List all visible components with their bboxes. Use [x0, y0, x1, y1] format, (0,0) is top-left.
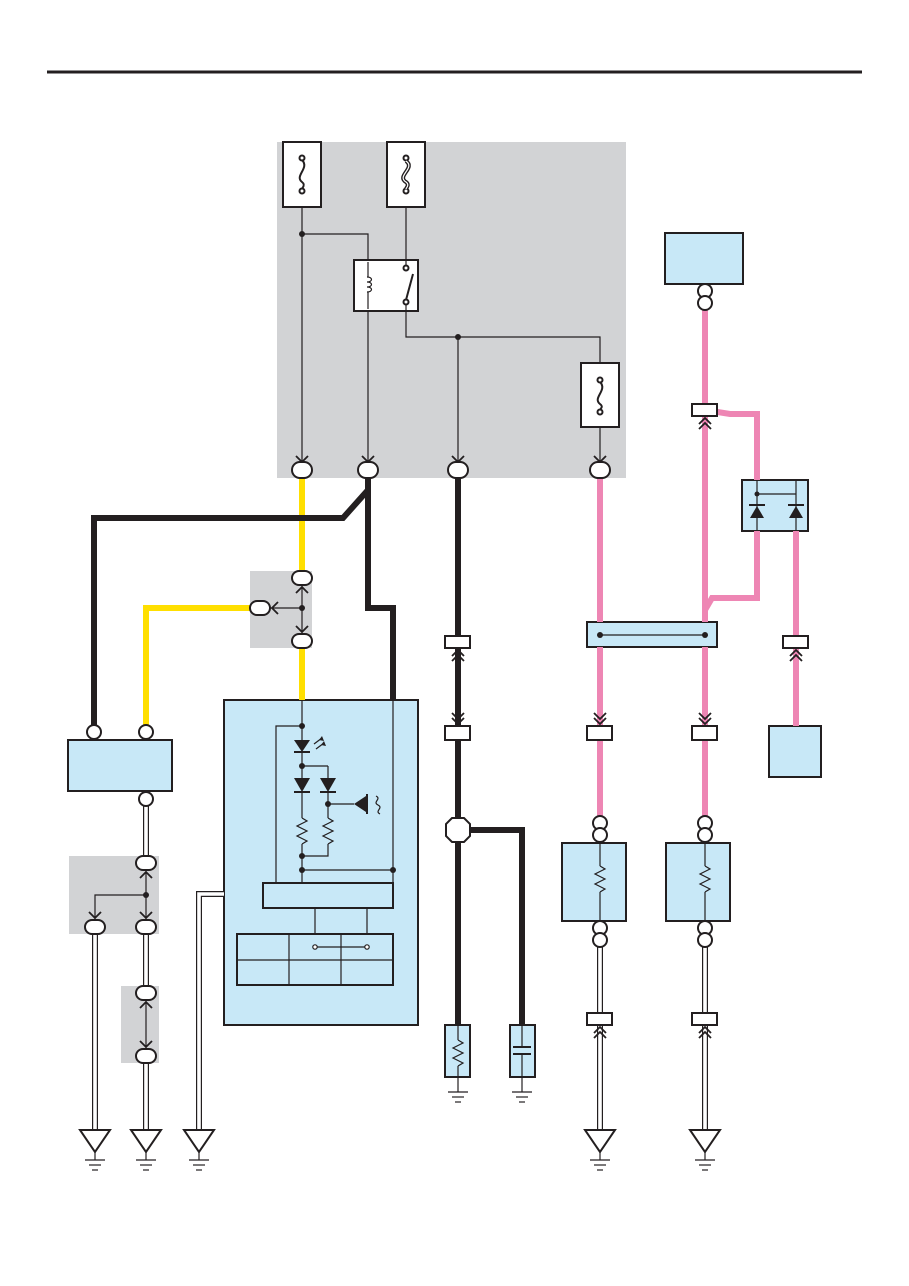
- led-icon: [294, 736, 326, 753]
- diode-icon: [294, 778, 336, 793]
- black-wire: [91, 478, 525, 1026]
- fuse-icon: [282, 141, 322, 208]
- yellow-wire: [143, 478, 305, 730]
- terminal-icon: [86, 283, 713, 948]
- shielded-wires: [92, 806, 708, 1130]
- resistor-component-left: [561, 842, 627, 922]
- ic-outputs: [314, 908, 368, 934]
- diode-icon: [749, 480, 804, 531]
- right-small-component: [768, 725, 822, 778]
- junction-bar-wiring: [597, 632, 708, 638]
- fusible-link-symbol: [401, 154, 411, 195]
- control-module-internals: [275, 700, 396, 883]
- ic-icon: [262, 882, 394, 909]
- resistor-component-right: [665, 842, 731, 922]
- top-right-component: [664, 232, 744, 285]
- relay-block: [277, 142, 626, 478]
- relay-coil-icon: [366, 262, 373, 309]
- inline-connector-icon: [444, 403, 809, 1039]
- ground-icon: [78, 1077, 722, 1171]
- fuse-symbol: [298, 154, 306, 195]
- fuse-symbol: [596, 376, 604, 416]
- splice-icon: [445, 817, 471, 843]
- left-component: [67, 739, 173, 792]
- pink-wire: [597, 307, 799, 820]
- resistor-icon: [451, 843, 712, 1077]
- junction-connector-icon: [249, 570, 313, 649]
- connector-icon: [291, 461, 611, 479]
- phototransistor-icon: [354, 794, 381, 815]
- relay-block-wiring: [299, 207, 601, 462]
- junction-connector-icon: [84, 855, 157, 1064]
- capacitor-icon: [513, 1025, 531, 1077]
- switch-table-grid: [237, 934, 393, 985]
